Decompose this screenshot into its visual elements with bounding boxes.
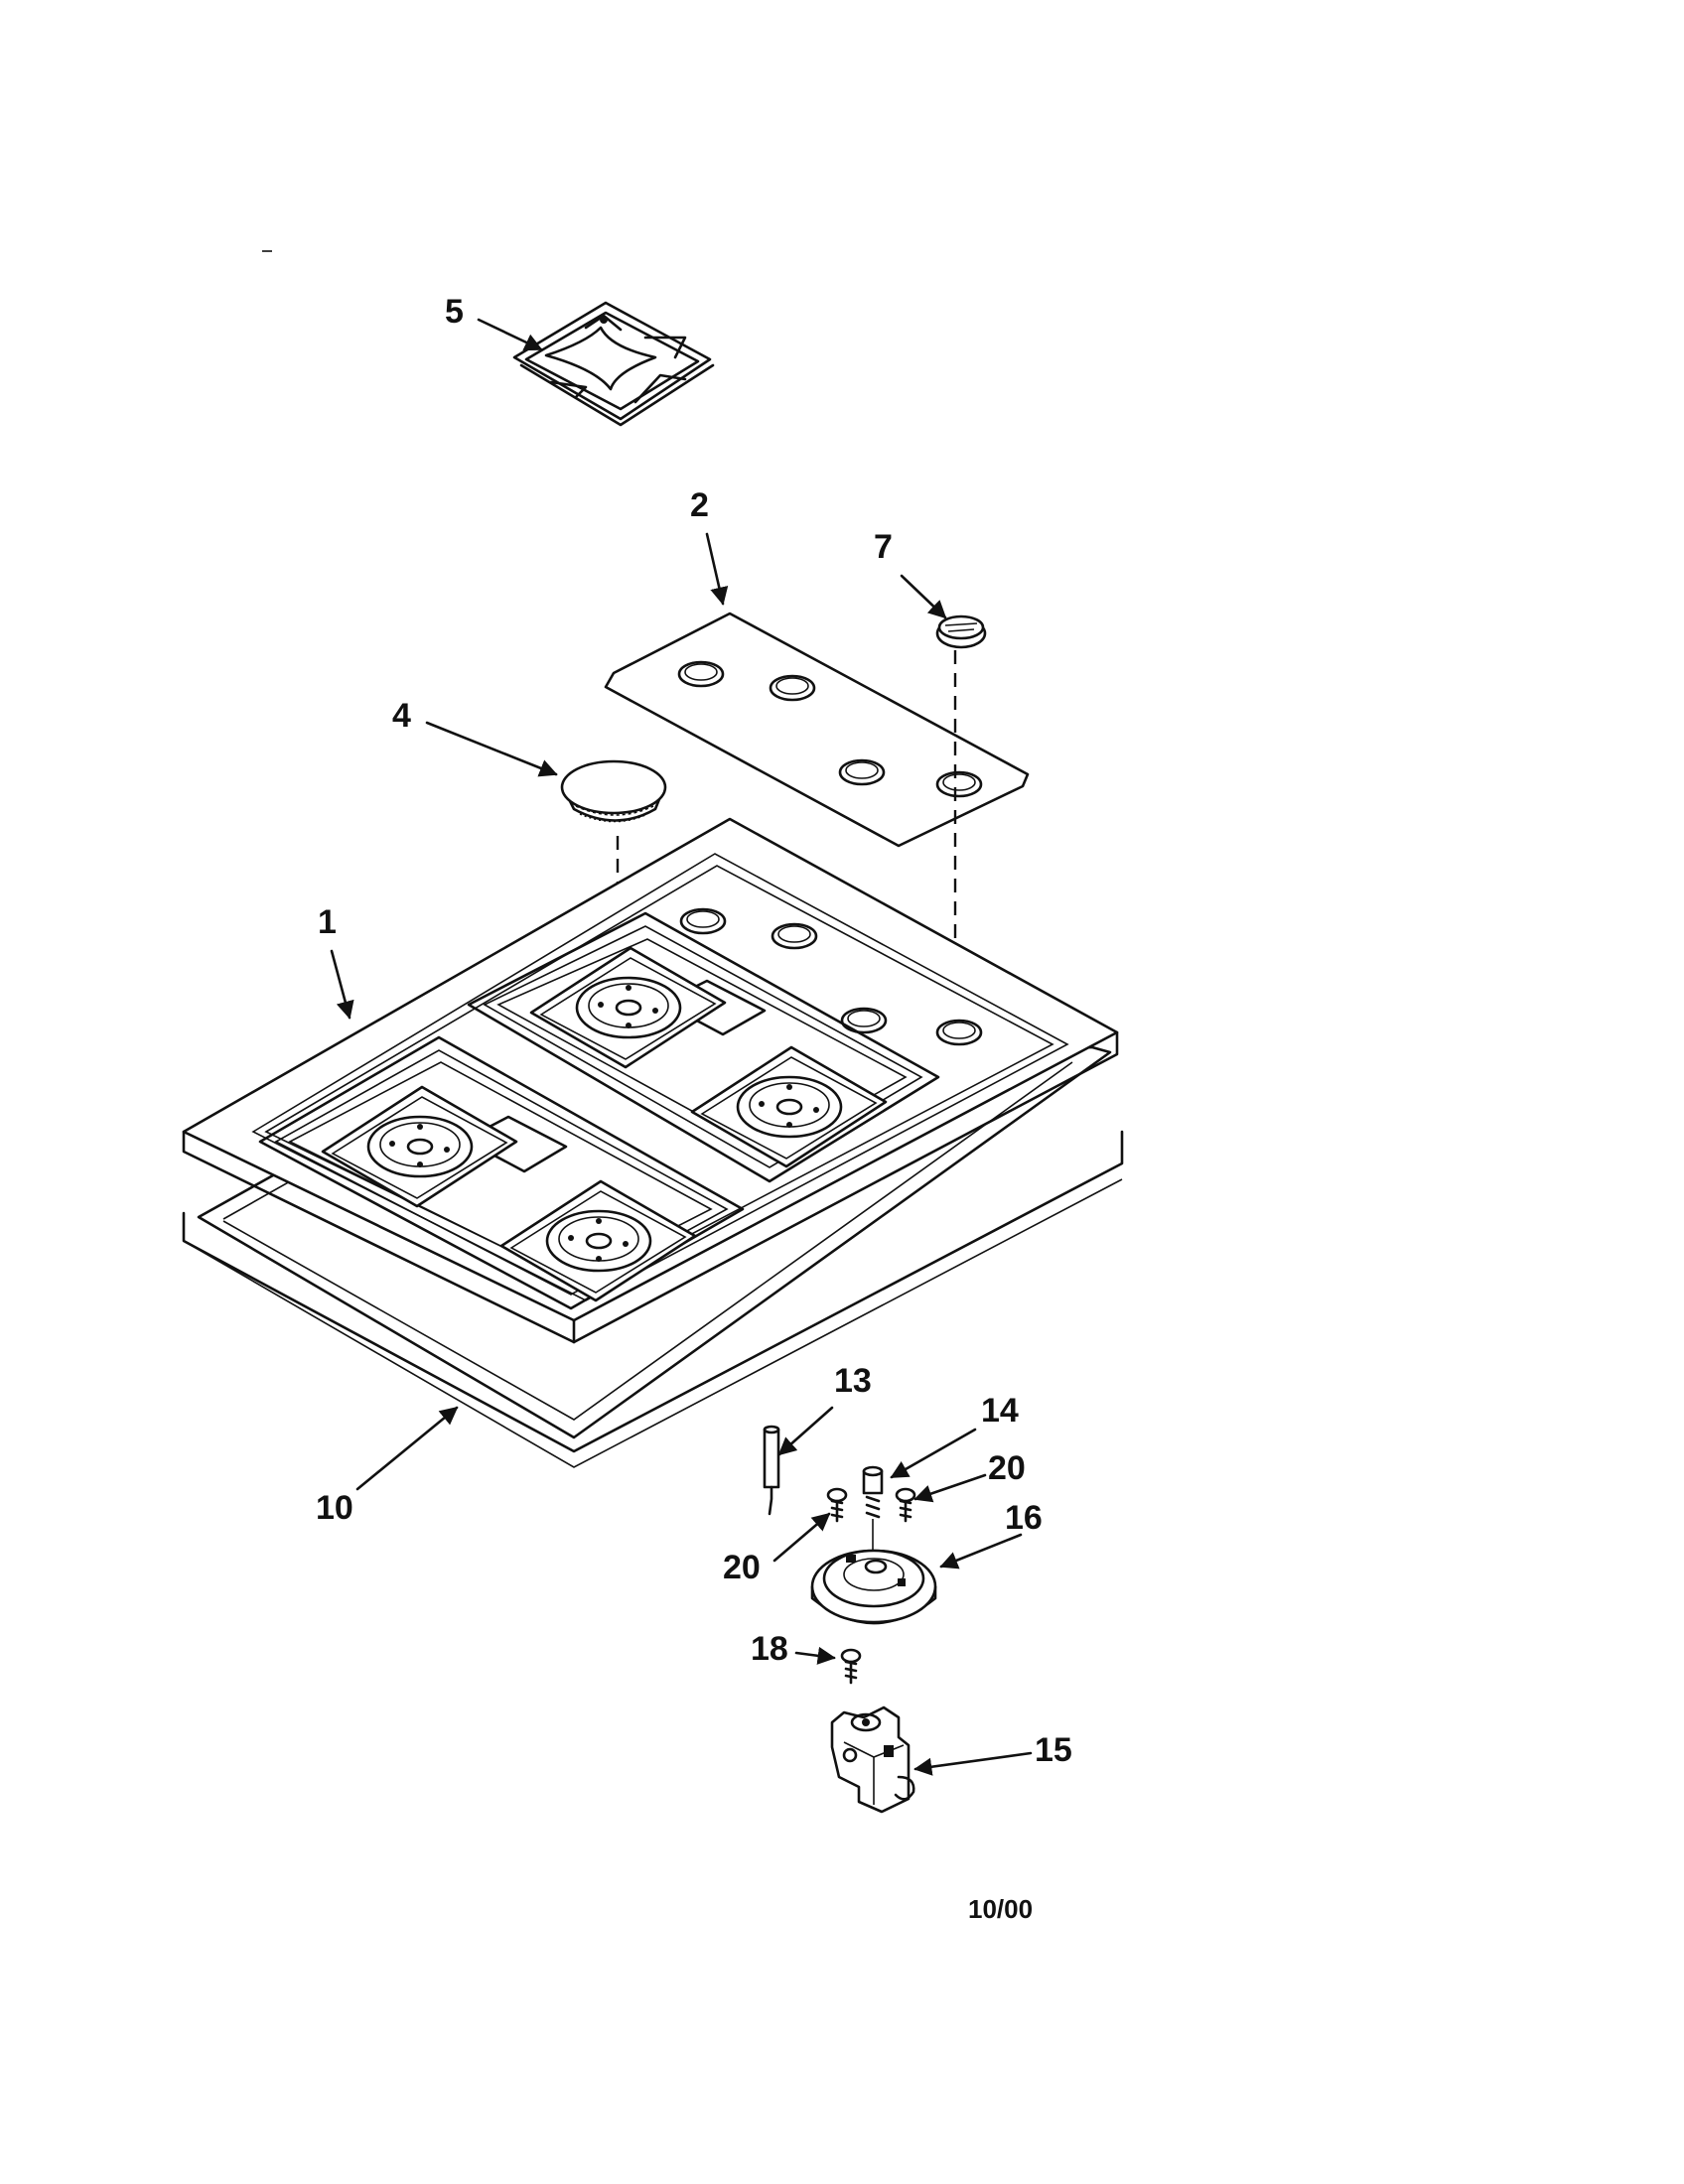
part-1-cooktop bbox=[182, 817, 1119, 1344]
part-16-burner-base bbox=[810, 1549, 937, 1625]
part-20-screw-right bbox=[895, 1487, 916, 1523]
part-5-grate bbox=[512, 301, 715, 427]
part-13-electrode bbox=[763, 1425, 780, 1516]
part-18-screw bbox=[840, 1648, 862, 1685]
date-code: 10/00 bbox=[968, 1894, 1033, 1924]
part-20-screw-left bbox=[826, 1487, 848, 1523]
callout-18: 18 bbox=[751, 1630, 788, 1668]
part-7-knob bbox=[935, 614, 987, 649]
callout-20-right: 20 bbox=[988, 1449, 1026, 1487]
callout-16: 16 bbox=[1005, 1499, 1043, 1537]
callout-5: 5 bbox=[445, 293, 464, 331]
callout-7: 7 bbox=[874, 528, 893, 566]
callout-20-left: 20 bbox=[723, 1549, 761, 1586]
callout-2: 2 bbox=[690, 486, 709, 524]
part-4-burner-cap bbox=[560, 759, 667, 823]
callout-13: 13 bbox=[834, 1362, 872, 1400]
part-14-orifice bbox=[862, 1465, 884, 1559]
part-2-control-panel bbox=[604, 612, 1030, 848]
leader-arrows bbox=[330, 318, 1033, 1776]
callout-15: 15 bbox=[1035, 1731, 1072, 1769]
callout-1: 1 bbox=[318, 903, 337, 941]
callout-4: 4 bbox=[392, 697, 411, 735]
callout-10: 10 bbox=[316, 1489, 353, 1527]
callout-14: 14 bbox=[981, 1392, 1019, 1430]
part-15-valve bbox=[830, 1706, 915, 1814]
